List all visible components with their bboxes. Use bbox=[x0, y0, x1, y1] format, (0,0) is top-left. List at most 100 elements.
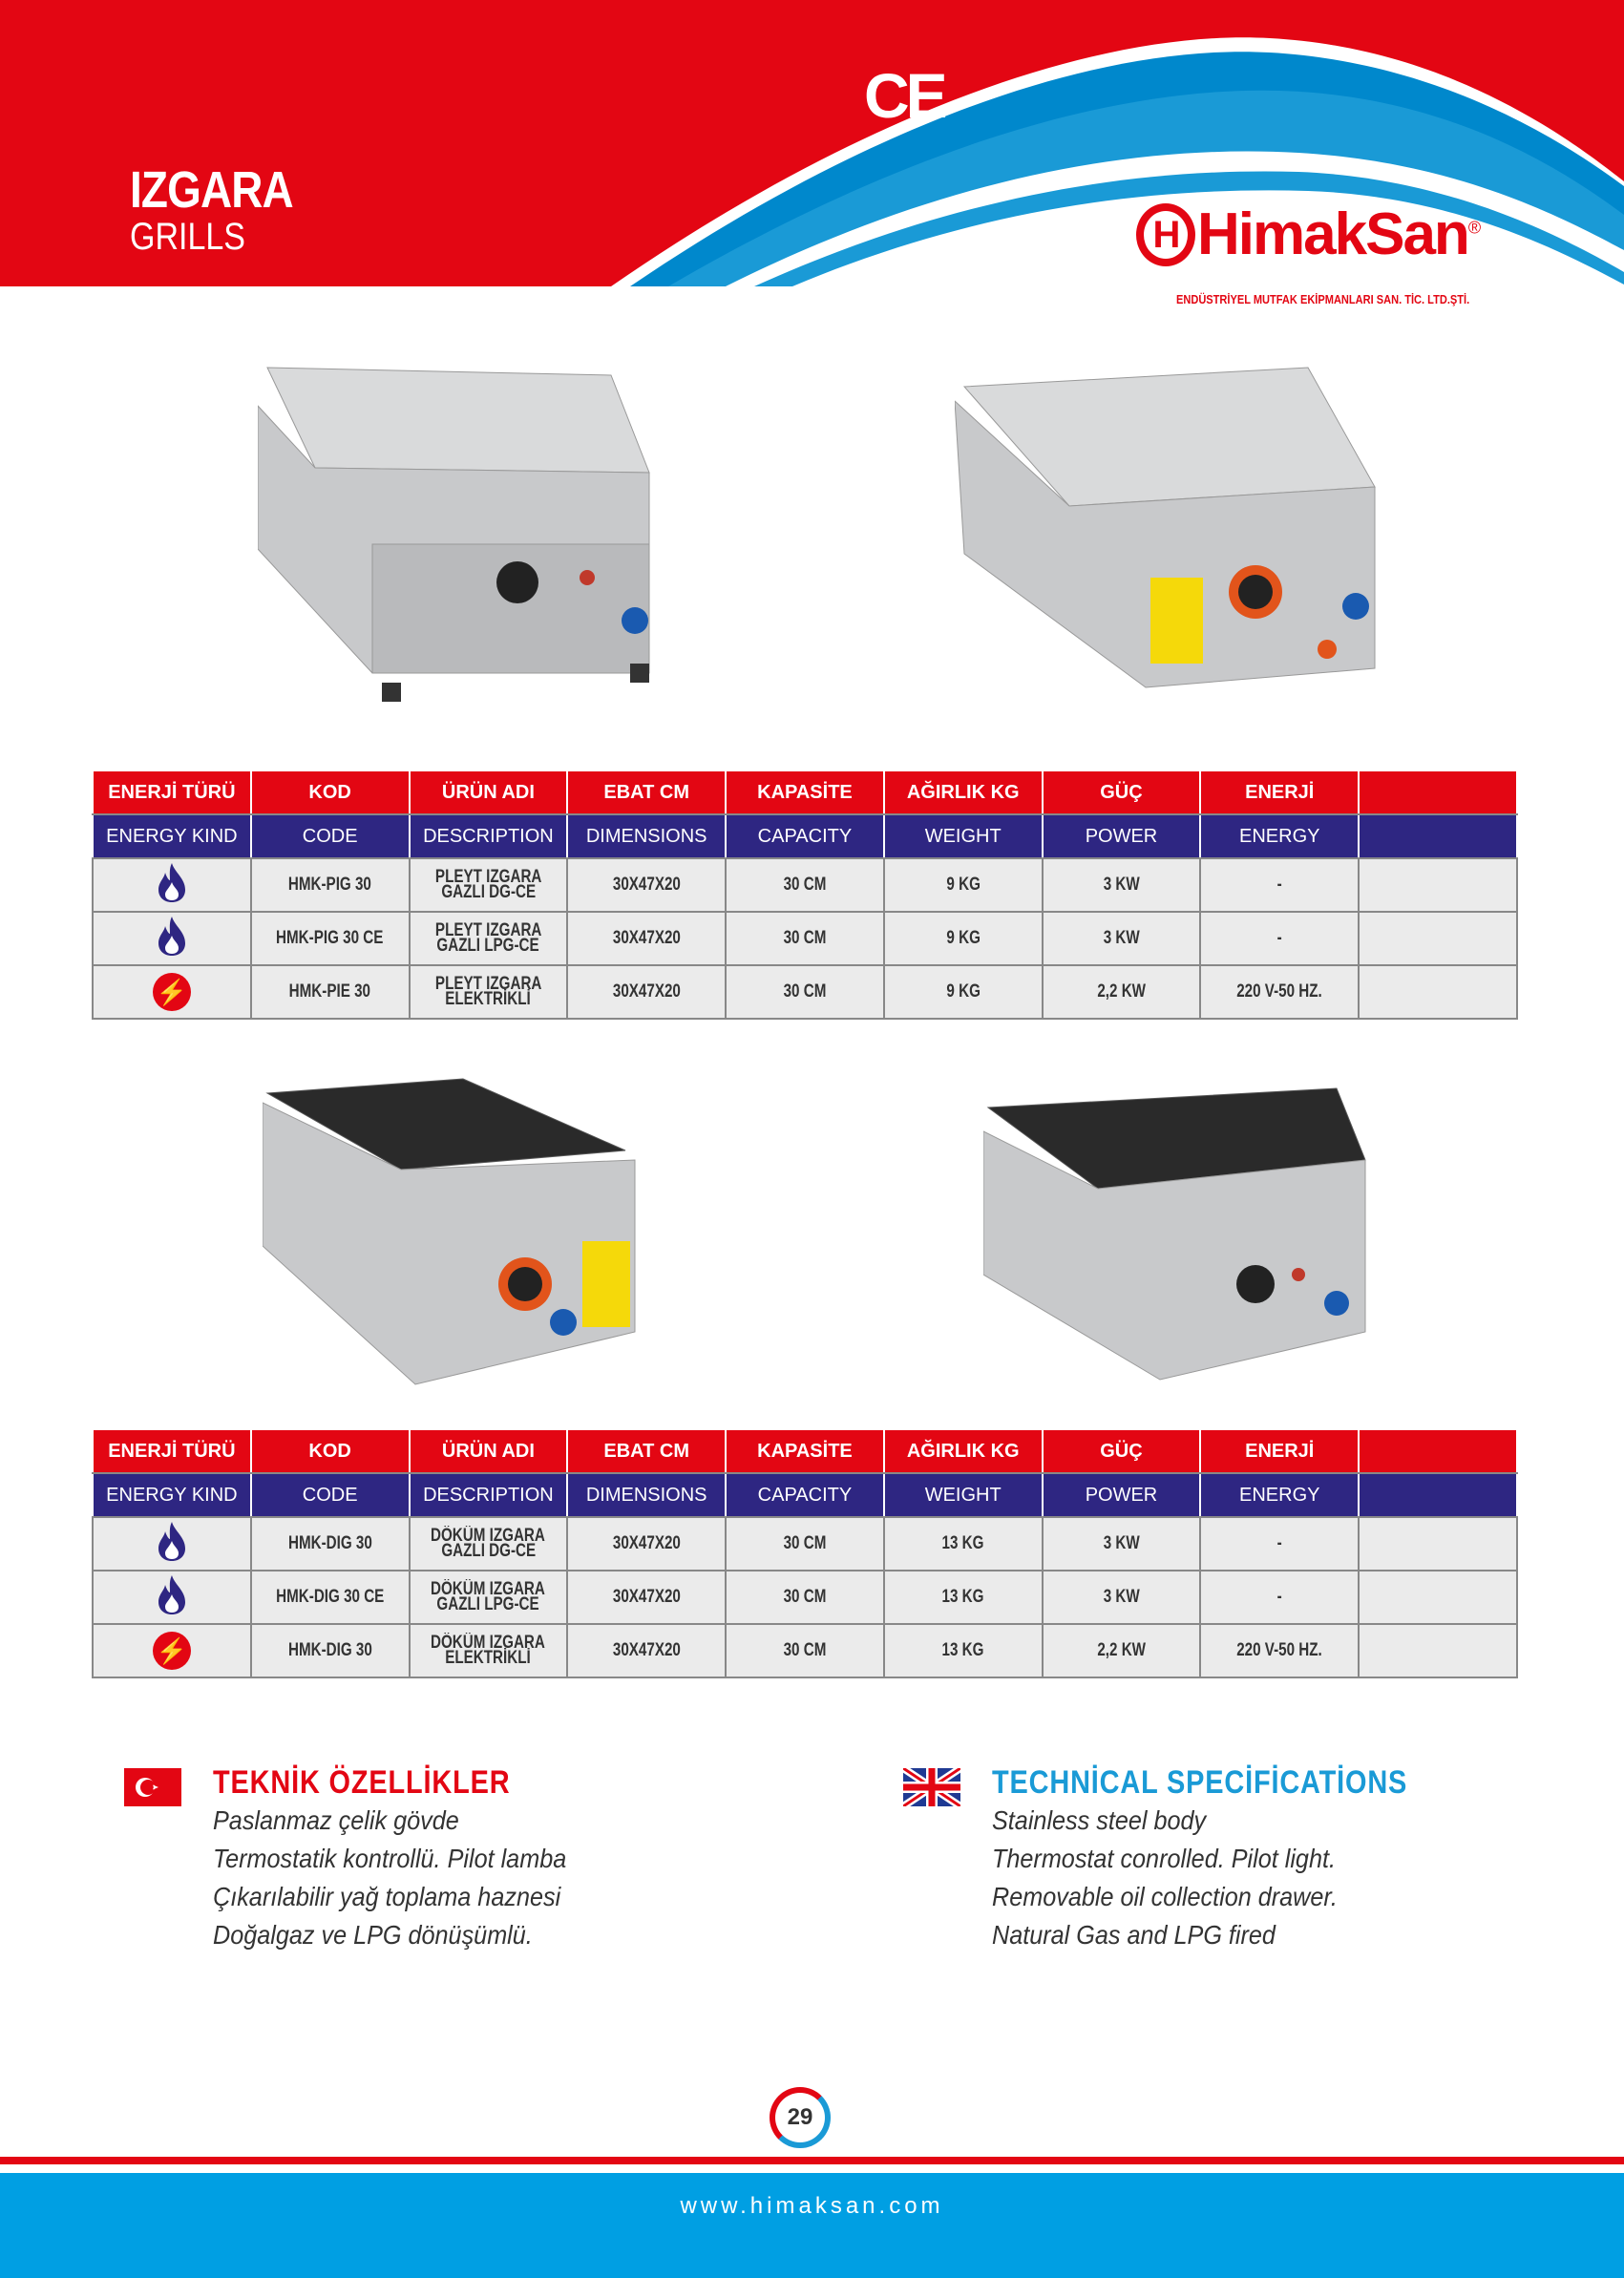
company-tagline: ENDÜSTRİYEL MUTFAK EKİPMANLARI SAN. TİC.… bbox=[1176, 292, 1470, 306]
header-cell: EBAT CM bbox=[566, 1428, 728, 1474]
energy-cell: - bbox=[1199, 857, 1360, 913]
technical-specs-en: TECHNİCAL SPECİFİCATİONS Stainless steel… bbox=[903, 1764, 1481, 1954]
empty-cell bbox=[1358, 964, 1518, 1020]
weight-cell: 9 KG bbox=[882, 911, 1044, 966]
dimensions-cell: 30X47X20 bbox=[566, 1516, 728, 1571]
flame-icon bbox=[92, 1516, 252, 1571]
header-cell: CAPACITY bbox=[725, 1472, 885, 1518]
ce-mark-icon: CE bbox=[864, 60, 948, 131]
weight-cell: 13 KG bbox=[882, 1516, 1044, 1571]
electric-icon: ⚡ bbox=[92, 1623, 252, 1678]
header-cell: KOD bbox=[249, 1428, 411, 1474]
header-cell: GÜÇ bbox=[1041, 1428, 1202, 1474]
header-cell: DIMENSIONS bbox=[566, 813, 728, 859]
dimensions-cell: 30X47X20 bbox=[566, 1623, 728, 1678]
power-cell: 3 KW bbox=[1041, 1516, 1202, 1571]
header-cell: ENERJİ TÜRÜ bbox=[92, 1428, 252, 1474]
power-cell: 3 KW bbox=[1041, 1570, 1202, 1625]
header-cell: CODE bbox=[249, 1472, 411, 1518]
energy-cell: 220 V-50 HZ. bbox=[1199, 1623, 1360, 1678]
header-cell: AĞIRLIK KG bbox=[882, 1428, 1044, 1474]
code-cell: HMK-PIG 30 bbox=[249, 857, 411, 913]
spec-line: Removable oil collection drawer. bbox=[992, 1882, 1338, 1911]
header-cell: DESCRIPTION bbox=[408, 1472, 569, 1518]
page-number: 29 bbox=[770, 2087, 831, 2148]
empty-cell bbox=[1358, 1623, 1518, 1678]
capacity-cell: 30 CM bbox=[725, 911, 885, 966]
header-cell: ÜRÜN ADI bbox=[408, 770, 569, 815]
page-subtitle: GRILLS bbox=[130, 216, 245, 258]
header-cell bbox=[1358, 770, 1518, 815]
header-cell: DIMENSIONS bbox=[566, 1472, 728, 1518]
spec-line: Thermostat conrolled. Pilot light. bbox=[992, 1844, 1336, 1873]
dimensions-cell: 30X47X20 bbox=[566, 857, 728, 913]
page-header: IZGARA GRILLS CE bbox=[0, 0, 1624, 286]
spec-line: Stainless steel body bbox=[992, 1805, 1207, 1835]
header-cell bbox=[1358, 813, 1518, 859]
spec-line: Paslanmaz çelik gövde bbox=[213, 1805, 459, 1835]
power-cell: 2,2 KW bbox=[1041, 1623, 1202, 1678]
specs-title-en: TECHNİCAL SPECİFİCATİONS bbox=[992, 1764, 1408, 1801]
energy-cell: - bbox=[1199, 1516, 1360, 1571]
header-cell: DESCRIPTION bbox=[408, 813, 569, 859]
code-cell: HMK-DIG 30 bbox=[249, 1623, 411, 1678]
header-cell: ENERGY bbox=[1199, 1472, 1360, 1518]
spec-line: Natural Gas and LPG fired bbox=[992, 1920, 1276, 1950]
empty-cell bbox=[1358, 857, 1518, 913]
code-cell: HMK-DIG 30 bbox=[249, 1516, 411, 1571]
code-cell: HMK-DIG 30 CE bbox=[249, 1570, 411, 1625]
registered-mark: ® bbox=[1467, 218, 1481, 238]
weight-cell: 9 KG bbox=[882, 857, 1044, 913]
weight-cell: 9 KG bbox=[882, 964, 1044, 1020]
header-cell: KAPASİTE bbox=[725, 1428, 885, 1474]
flame-icon bbox=[92, 1570, 252, 1625]
uk-flag-icon bbox=[903, 1768, 960, 1806]
website-link[interactable]: www.himaksan.com bbox=[680, 2193, 944, 2219]
header-cell: CODE bbox=[249, 813, 411, 859]
header-cell: ENERGY KIND bbox=[92, 813, 252, 859]
product-image-cast-grill-gas bbox=[263, 1078, 636, 1385]
energy-cell: - bbox=[1199, 911, 1360, 966]
header-cell: EBAT CM bbox=[566, 770, 728, 815]
power-cell: 3 KW bbox=[1041, 911, 1202, 966]
capacity-cell: 30 CM bbox=[725, 857, 885, 913]
header-cell: POWER bbox=[1041, 813, 1202, 859]
header-cell: ENERGY bbox=[1199, 813, 1360, 859]
energy-cell: - bbox=[1199, 1570, 1360, 1625]
code-cell: HMK-PIG 30 CE bbox=[249, 911, 411, 966]
header-cell: ÜRÜN ADI bbox=[408, 1428, 569, 1474]
logo-text: HimakSan bbox=[1197, 201, 1470, 267]
capacity-cell: 30 CM bbox=[725, 964, 885, 1020]
page-title: IZGARA bbox=[130, 161, 294, 219]
power-cell: 3 KW bbox=[1041, 857, 1202, 913]
header-cell: GÜÇ bbox=[1041, 770, 1202, 815]
header-cell bbox=[1358, 1472, 1518, 1518]
flame-icon bbox=[92, 857, 252, 913]
dimensions-cell: 30X47X20 bbox=[566, 1570, 728, 1625]
header-cell: KAPASİTE bbox=[725, 770, 885, 815]
empty-cell bbox=[1358, 1516, 1518, 1571]
header-wave-graphic bbox=[0, 0, 1624, 286]
turkey-flag-icon bbox=[124, 1768, 181, 1806]
footer-divider bbox=[0, 2157, 1624, 2164]
header-cell: WEIGHT bbox=[882, 813, 1044, 859]
power-cell: 2,2 KW bbox=[1041, 964, 1202, 1020]
code-cell: HMK-PIE 30 bbox=[249, 964, 411, 1020]
dimensions-cell: 30X47X20 bbox=[566, 911, 728, 966]
capacity-cell: 30 CM bbox=[725, 1516, 885, 1571]
empty-cell bbox=[1358, 1570, 1518, 1625]
